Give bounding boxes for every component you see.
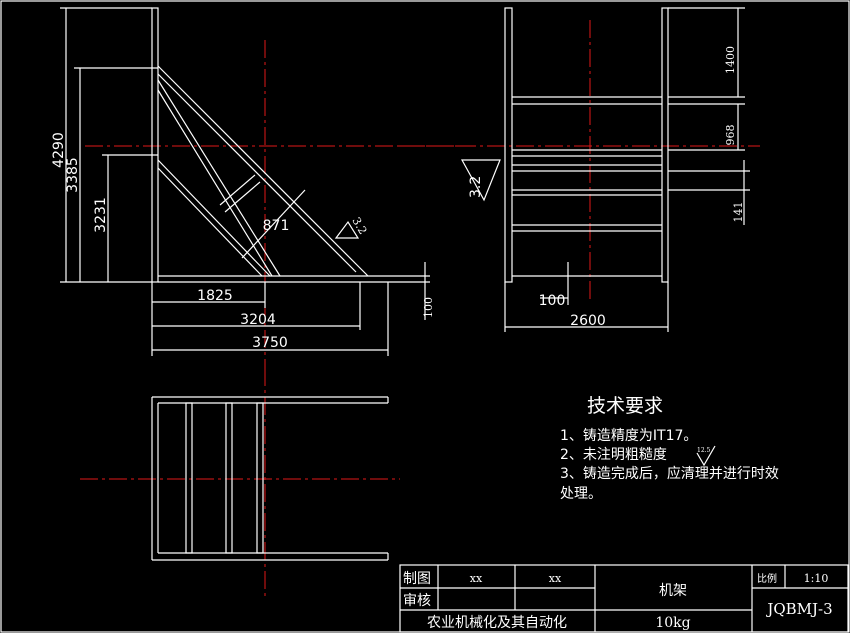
dim-100-side: 100 — [539, 293, 566, 309]
dim-3204: 3204 — [240, 312, 276, 328]
roughness-value: 12.5 — [697, 447, 711, 454]
drawn-date: xx — [549, 572, 562, 585]
front-view: 4290 3385 3231 871 1825 3204 3750 100 3.… — [51, 7, 435, 356]
scale-label: 比例 — [757, 572, 777, 585]
dim-1825: 1825 — [197, 288, 233, 304]
notes-title: 技术要求 — [587, 395, 663, 417]
part-name: 机架 — [659, 583, 687, 599]
drawn-by: xx — [470, 572, 483, 585]
roughness-side: 3.2 — [468, 176, 484, 198]
top-view — [151, 396, 389, 561]
note-4: 处理。 — [560, 486, 602, 502]
dim-141: 141 — [732, 202, 745, 223]
note-2: 2、未注明粗糙度 — [560, 447, 667, 463]
dim-3750: 3750 — [252, 335, 288, 351]
dim-871: 871 — [263, 218, 290, 234]
dim-3385: 3385 — [65, 157, 81, 193]
note-3: 3、铸造完成后，应清理并进行时效 — [560, 465, 779, 482]
organization: 农业机械化及其自动化 — [427, 615, 567, 631]
side-view: 1400 968 141 100 2600 3.2 — [460, 7, 750, 332]
roughness-symbol-icon — [696, 445, 716, 467]
dim-2600: 2600 — [570, 313, 606, 329]
dim-4290: 4290 — [51, 132, 67, 168]
dim-100: 100 — [422, 297, 435, 318]
drawn-label: 制图 — [403, 571, 431, 587]
dim-3231: 3231 — [93, 197, 109, 233]
technical-notes: 技术要求 1、铸造精度为IT17。 2、未注明粗糙度 12.5 3、铸造完成后，… — [560, 395, 779, 502]
weight: 10kg — [655, 615, 690, 631]
centerlines — [80, 20, 760, 600]
roughness-front: 3.2 — [349, 215, 369, 237]
drawing-number: JQBMJ-3 — [765, 600, 832, 618]
title-block: 制图 xx xx 审核 机架 比例 1:10 农业机械化及其自动化 10kg J… — [399, 564, 849, 633]
dim-968: 968 — [724, 125, 737, 146]
scale-value: 1:10 — [804, 572, 829, 585]
note-1: 1、铸造精度为IT17。 — [560, 428, 697, 444]
checked-label: 审核 — [403, 593, 431, 609]
dim-1400: 1400 — [724, 46, 737, 74]
